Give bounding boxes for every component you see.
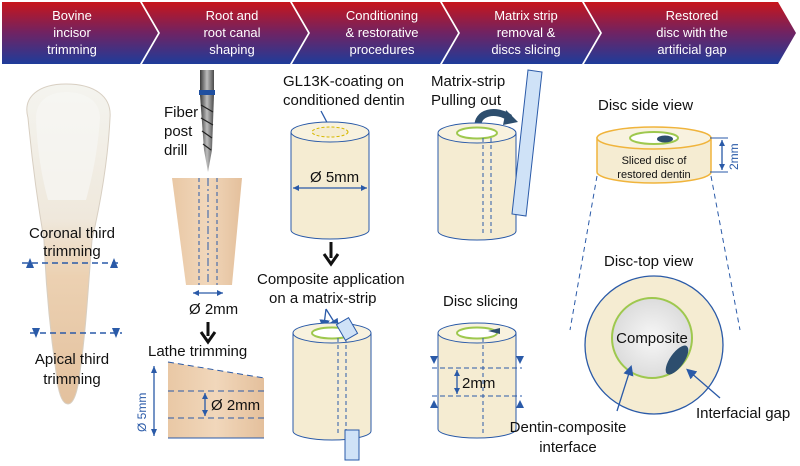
disc-thickness-marker — [710, 137, 728, 173]
step-3-line2: & restorative — [346, 25, 419, 40]
down-arrow-1 — [199, 331, 217, 345]
composite-app-line1: Composite application — [257, 271, 405, 288]
lathe-trimmed-root — [167, 361, 265, 439]
interface-label-line2: interface — [539, 439, 597, 456]
gap-label: Interfacial gap — [696, 405, 790, 422]
apical-label-line1: Apical third — [35, 351, 109, 368]
header-steps: Bovine incisor trimming Root and root ca… — [2, 2, 796, 64]
coating-label-line1: GL13K-coating on — [283, 73, 404, 90]
outer-diameter-label: Ø 5mm — [135, 393, 149, 432]
fiber-label-line3: drill — [164, 142, 187, 159]
interface-label-line1: Dentin-composite — [510, 419, 627, 436]
down-arrow-2 — [322, 253, 340, 267]
step-2-line2: root canal — [203, 25, 260, 40]
fiber-label-line2: post — [164, 123, 193, 140]
coronal-label-line2: trimming — [43, 243, 101, 260]
step-1-line3: trimming — [47, 42, 97, 57]
root-segment — [172, 178, 242, 285]
step-5-line3: artificial gap — [657, 42, 726, 57]
tooth-illustration — [26, 83, 111, 405]
step-1-chevron: Bovine incisor trimming — [2, 2, 158, 64]
conditioned-cylinder — [290, 121, 370, 240]
apical-label-line2: trimming — [43, 371, 101, 388]
apical-trim-marker — [30, 328, 122, 338]
step-2-chevron: Root and root canal shaping — [142, 2, 308, 64]
inner-diameter-marker — [202, 393, 208, 416]
sliced-disc-line2: restored dentin — [617, 169, 690, 181]
coating-label-line2: conditioned dentin — [283, 92, 405, 109]
canal-diameter-marker — [193, 290, 223, 296]
sliced-disc-line1: Sliced disc of — [622, 155, 688, 167]
disc-top-view — [584, 275, 724, 415]
outer-diameter-marker — [151, 366, 157, 436]
fiber-label-line1: Fiber — [164, 104, 198, 121]
cylinder-diameter-marker — [293, 185, 367, 191]
side-view-label: Disc side view — [598, 97, 693, 114]
slicing-label: Disc slicing — [443, 293, 518, 310]
lathe-trimming-label: Lathe trimming — [148, 343, 247, 360]
step-4-line3: discs slicing — [491, 42, 560, 57]
fiber-post-drill-icon — [199, 70, 215, 172]
step-5-line1: Restored — [666, 8, 719, 23]
pull-arrow — [503, 110, 518, 125]
top-view-label: Disc-top view — [604, 253, 693, 270]
step-5-chevron: Restored disc with the artificial gap — [584, 2, 796, 64]
slice-thickness-marker — [454, 370, 460, 394]
composite-app-line2: on a matrix-strip — [269, 290, 377, 307]
coronal-trim-marker — [22, 258, 120, 268]
inner-diameter-label: Ø 2mm — [211, 397, 260, 414]
step-5-line2: disc with the — [656, 25, 728, 40]
disc-side-view — [596, 126, 712, 184]
coronal-label-line1: Coronal third — [29, 225, 115, 242]
step-1-line1: Bovine — [52, 8, 92, 23]
canal-diameter-label: Ø 2mm — [189, 301, 238, 318]
composite-label: Composite — [616, 330, 688, 347]
pull-label-line2: Pulling out — [431, 92, 502, 109]
step-3-line1: Conditioning — [346, 8, 418, 23]
step-1-line2: incisor — [53, 25, 91, 40]
step-3-line3: procedures — [349, 42, 415, 57]
step-4-chevron: Matrix strip removal & discs slicing — [442, 2, 600, 64]
step-3-chevron: Conditioning & restorative procedures — [292, 2, 458, 64]
step-2-line1: Root and — [206, 8, 259, 23]
strip-pulled-cylinder — [437, 122, 517, 241]
cylinder-diameter-label: Ø 5mm — [310, 169, 359, 186]
step-4-line1: Matrix strip — [494, 8, 558, 23]
step-4-line2: removal & — [497, 25, 556, 40]
matrix-strip — [511, 69, 543, 217]
pull-label-line1: Matrix-strip — [431, 73, 505, 90]
slice-thickness-label: 2mm — [462, 375, 495, 392]
disc-thickness-label: 2mm — [727, 143, 741, 170]
composite-cylinder — [292, 317, 372, 461]
step-2-line3: shaping — [209, 42, 255, 57]
sliced-cylinder — [430, 322, 524, 439]
